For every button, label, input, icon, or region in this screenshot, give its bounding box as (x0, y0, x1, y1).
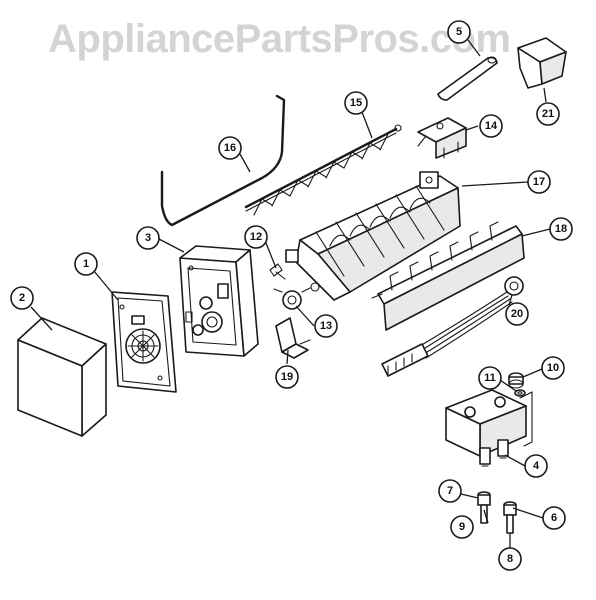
svg-text:20: 20 (511, 308, 523, 320)
callout-13: 13 (314, 314, 338, 338)
part-ejector-blade (244, 124, 402, 216)
part-fill-cup (517, 37, 567, 89)
part-mold (285, 171, 461, 301)
part-washer-11 (514, 389, 526, 397)
part-shutoff-switch (417, 117, 467, 159)
callout-11: 11 (478, 366, 502, 390)
svg-text:8: 8 (507, 553, 513, 565)
part-fill-tube (437, 56, 498, 101)
part-fitting-7 (477, 491, 491, 524)
svg-text:17: 17 (533, 176, 545, 188)
part-bail-arm (160, 94, 286, 227)
leader-lines (30, 39, 551, 548)
callout-9: 9 (450, 515, 474, 539)
svg-text:19: 19 (281, 371, 293, 383)
svg-text:7: 7 (447, 485, 453, 497)
part-thermostat (273, 287, 311, 310)
svg-text:9: 9 (459, 521, 465, 533)
part-motor-housing (179, 245, 259, 357)
svg-text:10: 10 (547, 362, 559, 374)
callout-5: 5 (447, 20, 471, 44)
part-wiring-harness (381, 276, 524, 377)
svg-text:11: 11 (484, 372, 496, 384)
callout-20: 20 (505, 302, 529, 326)
callout-16: 16 (218, 136, 242, 160)
part-clip (269, 263, 286, 280)
callout-19: 19 (275, 365, 299, 389)
part-stripper (371, 221, 525, 331)
callout-21: 21 (536, 102, 560, 126)
callout-8: 8 (498, 547, 522, 571)
svg-text:12: 12 (250, 231, 262, 243)
callout-6: 6 (542, 506, 566, 530)
callout-15: 15 (344, 91, 368, 115)
callout-7: 7 (438, 479, 462, 503)
callout-3: 3 (136, 226, 160, 250)
svg-text:16: 16 (224, 142, 236, 154)
svg-text:1: 1 (83, 258, 89, 270)
part-mounting-plate (111, 291, 177, 393)
callout-10: 10 (541, 356, 565, 380)
part-cover-box (17, 317, 107, 437)
callout-2: 2 (10, 286, 34, 310)
callout-4: 4 (524, 454, 548, 478)
callout-18: 18 (549, 217, 573, 241)
part-bracket (275, 317, 311, 359)
callout-14: 14 (479, 114, 503, 138)
svg-text:13: 13 (320, 320, 332, 332)
svg-text:14: 14 (485, 120, 498, 132)
svg-text:6: 6 (551, 512, 557, 524)
svg-text:21: 21 (542, 108, 554, 120)
svg-text:3: 3 (145, 232, 151, 244)
part-water-valve (445, 389, 533, 467)
svg-text:15: 15 (350, 97, 362, 109)
svg-text:4: 4 (533, 460, 540, 472)
svg-text:18: 18 (555, 223, 567, 235)
callout-12: 12 (244, 225, 268, 249)
callout-1: 1 (74, 252, 98, 276)
part-grommet-10 (508, 372, 524, 389)
watermark-text: AppliancePartsPros.com (48, 17, 511, 61)
svg-text:5: 5 (456, 26, 462, 38)
svg-text:2: 2 (19, 292, 25, 304)
part-fitting-6 (503, 501, 517, 534)
callout-17: 17 (527, 170, 551, 194)
